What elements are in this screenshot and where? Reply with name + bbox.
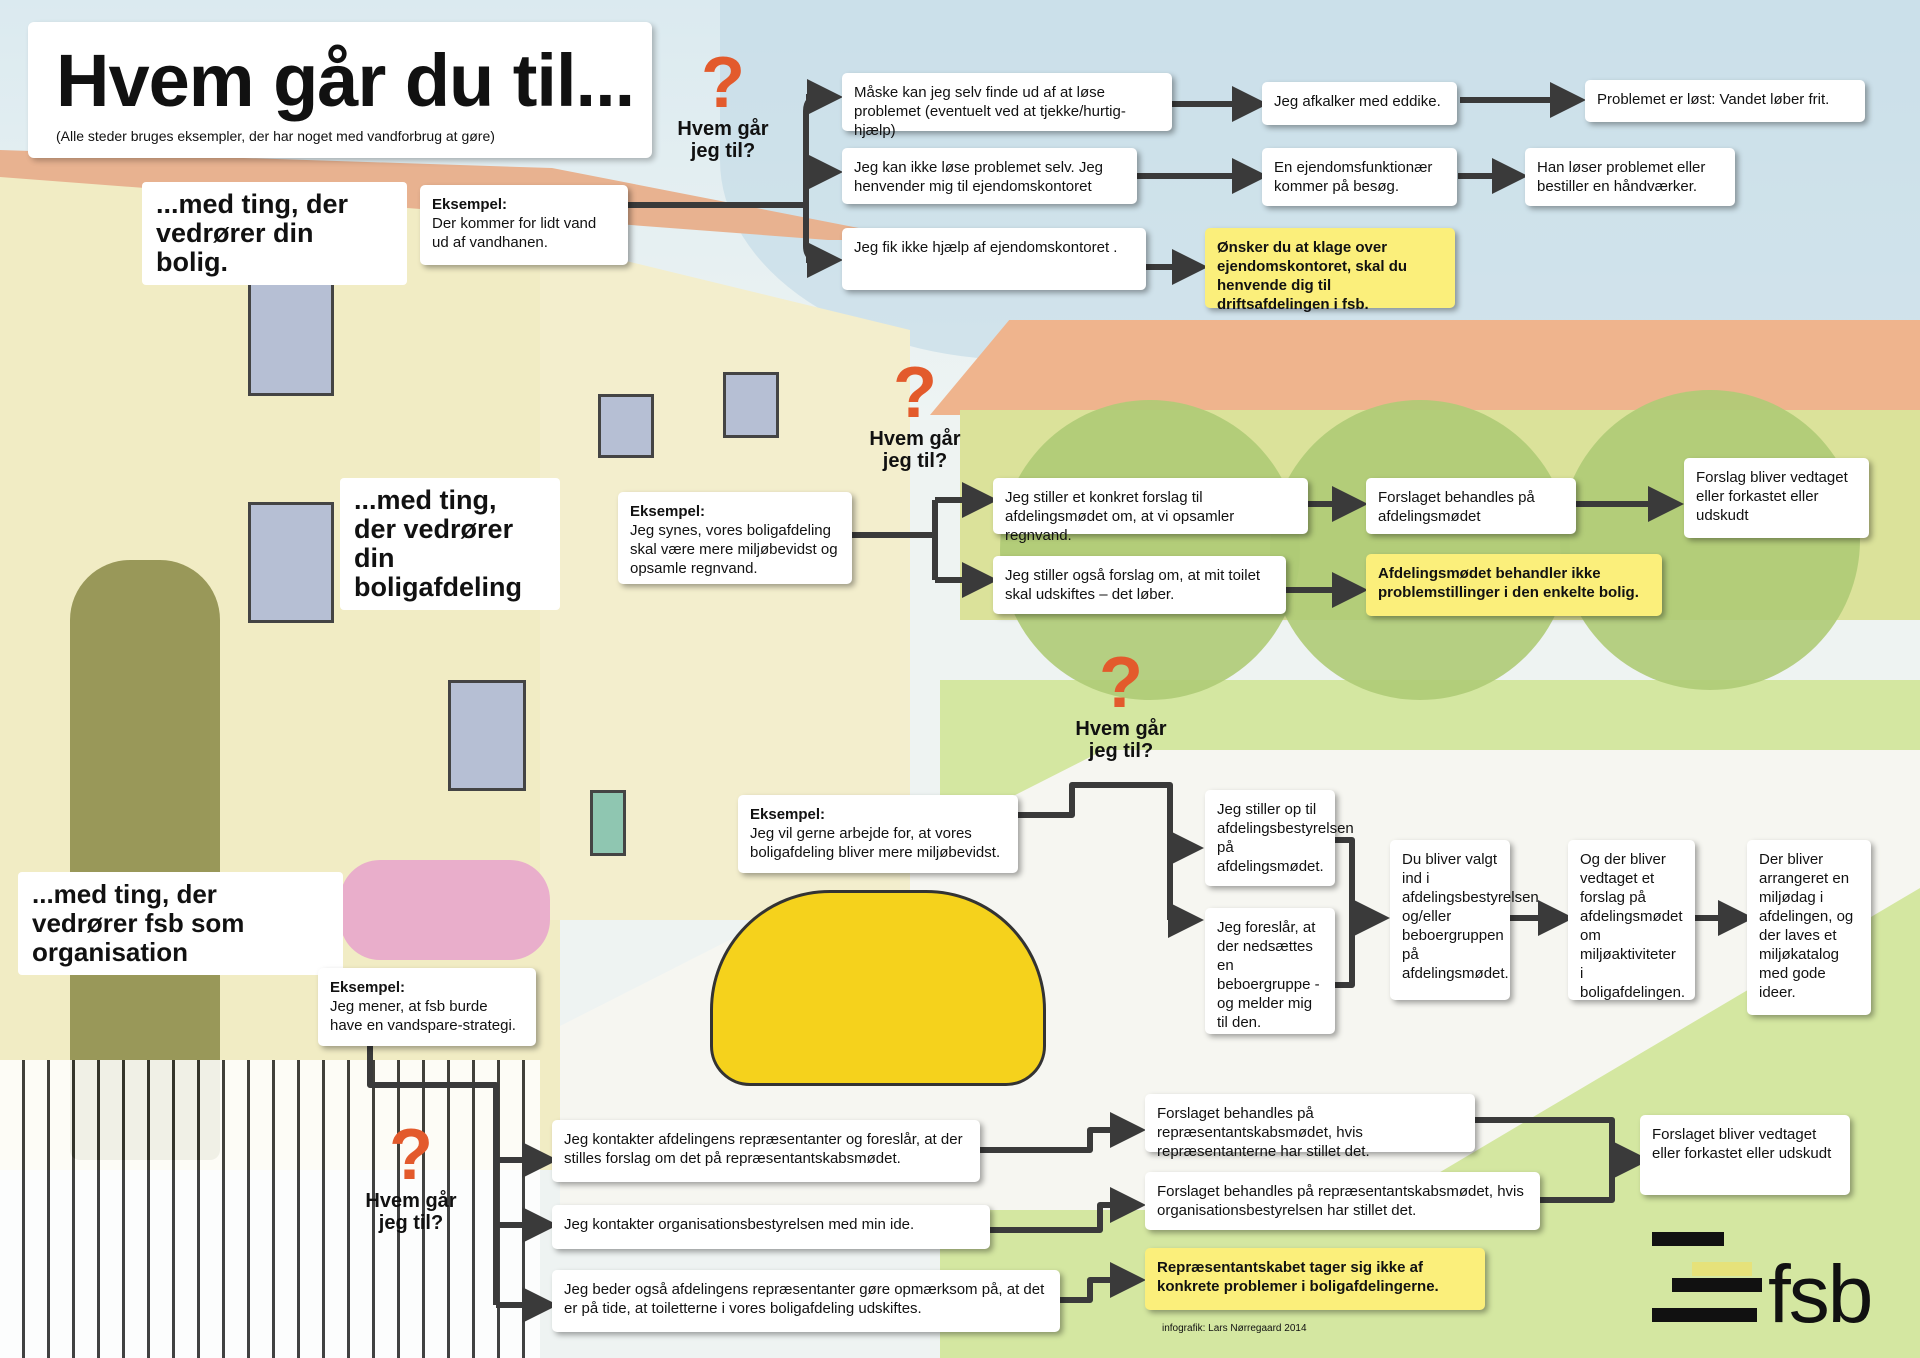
- question-who-4: ? Hvem går jeg til?: [356, 1115, 466, 1234]
- step-ingen-hjaelp: Jeg fik ikke hjælp af ejendomskontoret .: [842, 228, 1146, 290]
- step-valgt-ind: Du bliver valgt ind i afdelingsbestyrels…: [1390, 840, 1539, 1000]
- question-mark-icon: ?: [893, 353, 937, 433]
- note-afdelingsmoede: Afdelingsmødet behandler ikke problemsti…: [1366, 554, 1662, 616]
- title-card: [28, 22, 652, 158]
- heading-fsb: ...med ting, der vedrører fsb som organi…: [18, 872, 343, 975]
- balcony-railing: [0, 1060, 540, 1358]
- entrance-door: [590, 790, 626, 856]
- heading-bolig: ...med ting, der vedrører din bolig.: [142, 182, 407, 285]
- question-who-2: ? Hvem går jeg til?: [860, 353, 970, 472]
- step-behandles-repraesentanter: Forslaget behandles på repræsentantskabs…: [1145, 1094, 1475, 1160]
- question-mark-icon: ?: [389, 1115, 433, 1195]
- step-vedtaget-forslag: Og der bliver vedtaget et forslag på afd…: [1568, 840, 1695, 1001]
- tree-canopy: [1560, 390, 1860, 690]
- step-behandles-organisationsbestyrelse: Forslaget behandles på repræsentantskabs…: [1145, 1172, 1540, 1230]
- step-forslag-regnvand: Jeg stiller et konkret forslag til afdel…: [993, 478, 1308, 544]
- step-haandvaerker: Han løser problemet eller bestiller en h…: [1525, 148, 1735, 206]
- note-klage-ejendomskontor: Ønsker du at klage over ejendomskontoret…: [1205, 228, 1455, 313]
- window: [448, 680, 526, 791]
- question-who-1: ? Hvem går jeg til?: [668, 43, 778, 162]
- question-who-3: ? Hvem går jeg til?: [1066, 643, 1176, 762]
- window: [723, 372, 779, 438]
- step-fsb-vedtaget: Forslaget bliver vedtaget eller forkaste…: [1640, 1115, 1850, 1195]
- tree-canopy: [1270, 400, 1570, 700]
- window: [598, 394, 654, 458]
- note-repraesentantskab: Repræsentantskabet tager sig ikke af kon…: [1145, 1248, 1485, 1310]
- page-subtitle: (Alle steder bruges eksempler, der har n…: [56, 128, 495, 144]
- step-vedtaget-forkastet: Forslag bliver vedtaget eller forkastet …: [1684, 458, 1869, 538]
- window: [248, 502, 334, 623]
- step-kontakt-bestyrelse: Jeg kontakter organisationsbestyrelsen m…: [552, 1205, 990, 1249]
- step-afkalker: Jeg afkalker med eddike.: [1262, 82, 1457, 125]
- fsb-logo: fsb: [1768, 1249, 1873, 1340]
- step-behandles-afdelingsmoede: Forslaget behandles på afdelingsmødet: [1366, 478, 1576, 534]
- step-stiller-op: Jeg stiller op til afdelingsbestyrelsen …: [1205, 790, 1354, 886]
- infographic-credit: infografik: Lars Nørregaard 2014: [1162, 1323, 1307, 1334]
- step-ejendomsfunktionaer: En ejendomsfunktionær kommer på besøg.: [1262, 148, 1457, 206]
- step-problem-loest: Problemet er løst: Vandet løber frit.: [1585, 80, 1865, 122]
- step-forslag-toilet: Jeg stiller også forslag om, at mit toil…: [993, 556, 1286, 614]
- tree-canopy: [1000, 400, 1300, 700]
- yellow-car: [710, 890, 1046, 1086]
- step-ejendomskontoret: Jeg kan ikke løse problemet selv. Jeg he…: [842, 148, 1137, 204]
- step-selv-loese: Måske kan jeg selv finde ud af at løse p…: [842, 73, 1172, 139]
- page-title: Hvem går du til...: [56, 39, 635, 122]
- step-miljodag: Der bliver arrangeret en miljødag i afde…: [1747, 840, 1871, 1015]
- heading-boligafdeling: ...med ting, der vedrører din boligafdel…: [340, 478, 560, 610]
- step-kontakt-repraesentanter: Jeg kontakter afdelingens repræsentanter…: [552, 1120, 980, 1182]
- example-boligafdeling: Eksempel: Jeg synes, vores boligafdeling…: [618, 492, 852, 584]
- example-bolig: Eksempel: Der kommer for lidt vand ud af…: [420, 185, 628, 265]
- question-mark-icon: ?: [701, 43, 745, 123]
- step-toiletter: Jeg beder også afdelingens repræsentante…: [552, 1270, 1060, 1332]
- example-miljo: Eksempel: Jeg vil gerne arbejde for, at …: [738, 795, 1018, 873]
- example-fsb: Eksempel: Jeg mener, at fsb burde have e…: [318, 968, 536, 1046]
- question-mark-icon: ?: [1099, 643, 1143, 723]
- fsb-logo-mark: [1652, 1232, 1797, 1332]
- step-beboergruppe: Jeg foreslår, at der nedsættes en beboer…: [1205, 908, 1335, 1034]
- flower-box: [340, 860, 550, 960]
- window: [248, 275, 334, 396]
